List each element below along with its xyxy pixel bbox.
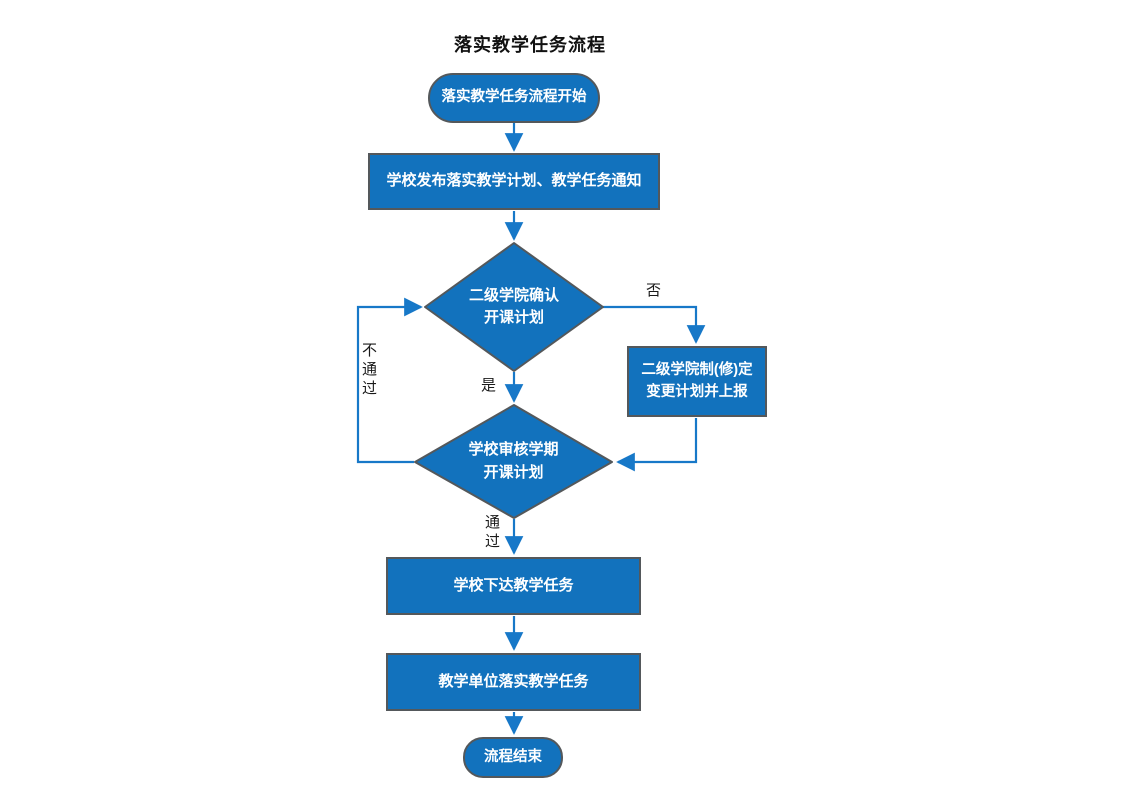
node-school-review-label: 学校审核学期 开课计划 bbox=[468, 441, 559, 481]
node-college-confirm-label: 二级学院确认 开课计划 bbox=[468, 286, 559, 327]
node-start-terminator: 落实教学任务流程开始 bbox=[428, 73, 600, 123]
node-end-terminator: 流程结束 bbox=[463, 737, 563, 778]
node-college-revise-plan: 二级学院制(修)定 变更计划并上报 bbox=[627, 346, 767, 417]
flowchart-title: 落实教学任务流程 bbox=[454, 35, 606, 55]
decision-college-confirm-shape bbox=[424, 242, 604, 372]
edge-label-not-passed: 不通过 bbox=[361, 342, 377, 397]
edge-confirm-no-to-revise bbox=[603, 305, 706, 344]
node-publish-notice: 学校发布落实教学计划、教学任务通知 bbox=[368, 153, 660, 210]
edge-revise-to-review bbox=[616, 418, 698, 472]
node-implement-tasks: 教学单位落实教学任务 bbox=[386, 653, 641, 711]
edge-label-yes: 是 bbox=[481, 377, 497, 394]
node-assign-tasks: 学校下达教学任务 bbox=[386, 557, 641, 615]
edge-label-no: 否 bbox=[646, 282, 662, 299]
decision-school-review-shape bbox=[414, 404, 613, 519]
edge-review-notpassed-to-confirm bbox=[356, 297, 423, 464]
edge-label-passed: 通过 bbox=[484, 514, 500, 550]
